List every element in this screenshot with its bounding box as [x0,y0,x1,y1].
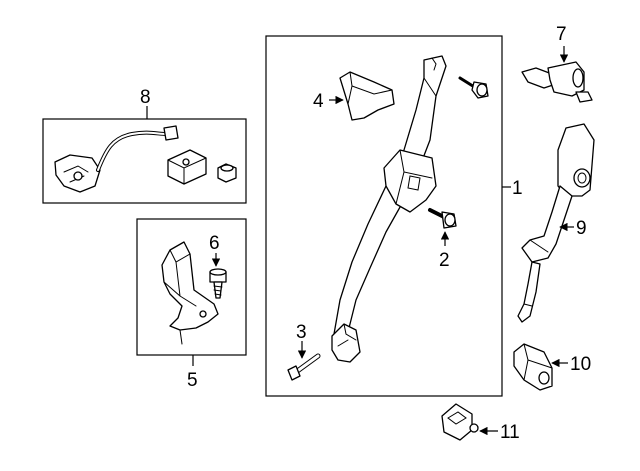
bracket-bolt [209,268,227,299]
wire-harness-cable [96,125,179,172]
belt-anchor [331,323,361,363]
harness-clip [167,149,207,185]
callout-6[interactable]: 6 [209,233,220,254]
callout-8[interactable]: 8 [140,87,151,108]
callout-9[interactable]: 9 [576,218,587,239]
buckle-cover [513,343,553,391]
part-10-group: 10 [513,343,591,391]
callout-11[interactable]: 11 [500,422,520,443]
part-7-group: 7 [521,24,593,103]
part-8-group: 8 [42,87,247,204]
buckle [441,403,479,441]
rear-belt-assembly [517,123,595,323]
part-1-box [265,35,503,397]
callout-2[interactable]: 2 [439,250,450,271]
anchor-bolt [287,353,321,381]
belt-retractor [383,149,437,213]
callout-1[interactable]: 1 [512,178,523,199]
callout-7[interactable]: 7 [556,24,567,45]
part-9-group: 9 [517,123,595,323]
part-8-box [42,118,247,204]
callout-5[interactable]: 5 [187,370,198,391]
belt-top-bolt [458,76,489,99]
callout-10[interactable]: 10 [570,354,591,375]
belt-guide-cover [339,71,395,121]
belt-sensor [521,61,593,103]
part-1-group: 1 4 [265,35,523,397]
part-5-group: 5 6 [136,218,247,391]
part-5-box [136,218,247,356]
belt-mounting-bolt [428,208,457,229]
callout-4[interactable]: 4 [313,91,324,112]
wire-harness-connector [54,154,101,193]
harness-nut [217,163,237,183]
part-11-group: 11 [441,403,520,443]
callout-3[interactable]: 3 [296,322,307,343]
bracket [161,241,219,345]
